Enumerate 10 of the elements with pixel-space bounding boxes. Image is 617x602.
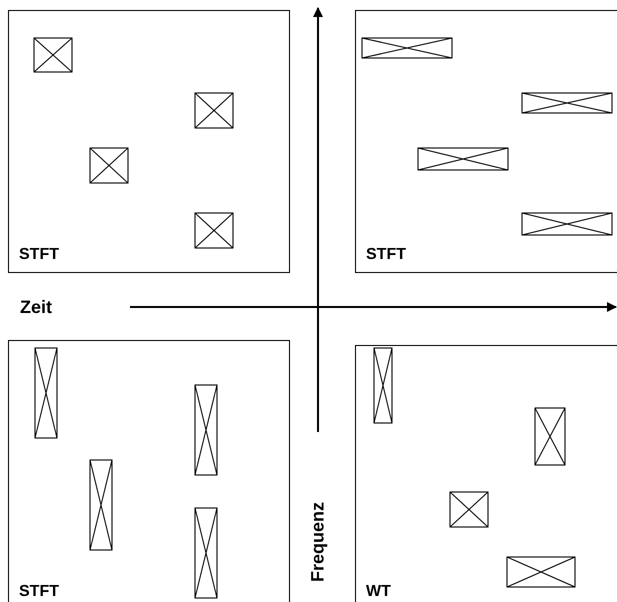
panel-label: STFT: [19, 583, 59, 601]
plot-panel: [355, 10, 617, 273]
panel-label: WT: [366, 583, 391, 601]
axis-label: Frequenz: [308, 502, 328, 582]
plot-panel: [8, 340, 290, 602]
axis-label: Zeit: [20, 297, 52, 318]
plot-panel: [355, 345, 617, 602]
panel-label: STFT: [19, 246, 59, 264]
plot-panel: [8, 10, 290, 273]
panel-label: STFT: [366, 246, 406, 264]
